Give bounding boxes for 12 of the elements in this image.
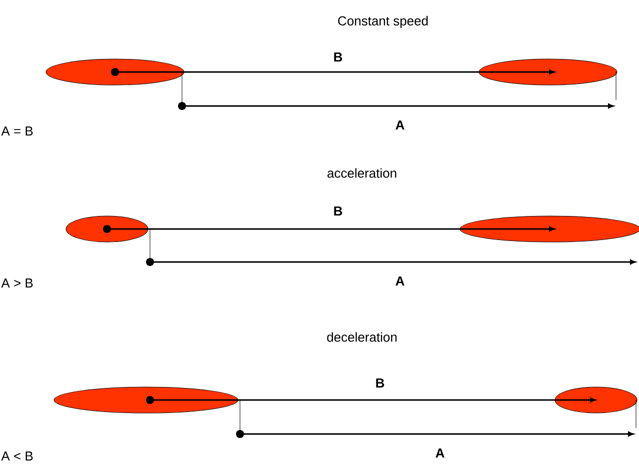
dimension-label: B: [334, 206, 342, 216]
dimension-label: A: [396, 276, 404, 286]
title: acceleration: [328, 168, 396, 178]
dimension-label: A: [396, 120, 404, 130]
dimension-label: B: [376, 378, 384, 388]
relation-label: A = B: [1, 126, 33, 136]
title: deceleration: [327, 332, 397, 342]
relation-label: A < B: [1, 452, 33, 460]
relation-label: A > B: [1, 278, 33, 288]
dimension-label: A: [436, 448, 444, 458]
dimension-label: B: [334, 52, 342, 62]
title: Constant speed: [338, 16, 428, 28]
